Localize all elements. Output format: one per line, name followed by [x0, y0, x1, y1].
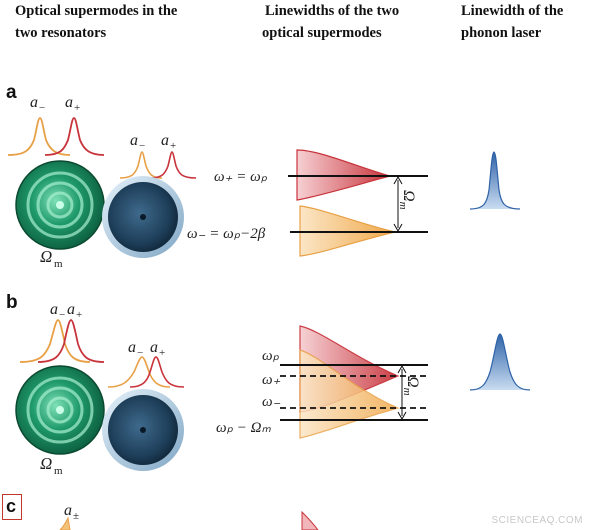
- panel-b-peak-plus-right: [129, 356, 185, 388]
- panel-a-label-a-plus-right: a: [161, 132, 169, 149]
- header-optical-supermodes-line2: two resonators: [15, 25, 107, 41]
- panel-a-gap-arrow-head-up: [393, 175, 403, 185]
- panel-b-gap-arrow-head-up: [397, 364, 407, 374]
- panel-b-omega-m-sub: m: [54, 465, 63, 477]
- panel-b-peak-plus-left: [37, 319, 105, 363]
- panel-b-label-level-plus: ω₊: [262, 372, 281, 388]
- header-phonon-linewidth-line1: Linewidth of the: [461, 3, 564, 19]
- panel-a-peak-plus-right: [149, 151, 197, 179]
- panel-b-omega-m: Ω: [40, 454, 52, 473]
- panel-b-peak-minus-right: [107, 356, 171, 388]
- panel-a-omega-m: Ω: [40, 247, 52, 266]
- header-phonon-linewidth-line2: phonon laser: [461, 25, 542, 41]
- panel-b-peaks-right: [107, 356, 185, 388]
- panel-b-label-a-plus-left: a: [67, 301, 75, 318]
- panel-b-gap-label: Ωm: [401, 376, 421, 396]
- panel-b-gap-label-omega: Ω: [404, 376, 421, 388]
- panel-a-omega-m-sub: m: [54, 258, 63, 270]
- panel-c-red-lobe: [301, 510, 319, 530]
- panel-a-blue-resonator: [102, 176, 184, 258]
- panel-b-sub-plus-right: +: [159, 347, 165, 359]
- panel-a-peak-minus-right: [119, 151, 163, 179]
- panel-b-peaks-left: [19, 319, 105, 363]
- panel-c-sub-pm: ±: [73, 510, 79, 522]
- panel-b-label-a-plus-right: a: [150, 339, 158, 356]
- panel-a-gap-arrow-head-down: [393, 223, 403, 233]
- panel-c-label-a-pm: a: [64, 502, 72, 519]
- panel-a-peaks-right: [119, 151, 197, 179]
- panel-a-gap-label-sub: m: [397, 202, 409, 210]
- panel-a-eq-plus: ω₊ = ωₚ: [214, 169, 268, 185]
- panel-b-label-level-p: ωₚ: [262, 348, 280, 364]
- panel-a-sub-minus-left: −: [39, 102, 45, 114]
- panel-a-gap-label: Ωm: [397, 190, 417, 210]
- panel-a-sub-plus-left: +: [74, 102, 80, 114]
- panel-a-eq-minus: ω₋ = ωₚ−2β: [187, 226, 266, 242]
- panel-a-label-a-minus-right: a: [130, 132, 138, 149]
- panel-a-green-resonator: [15, 160, 105, 250]
- panel-a-sub-plus-right: +: [170, 140, 176, 152]
- watermark: SCIENCEAQ.COM: [491, 515, 583, 526]
- panel-label-a: a: [6, 82, 17, 103]
- panel-b-sub-minus-right: −: [137, 347, 143, 359]
- panel-b-sub-minus-left: −: [59, 309, 65, 321]
- panel-a-phonon-peak: [469, 151, 521, 210]
- panel-b-gap-arrow-head-down: [397, 411, 407, 421]
- panel-a-peaks-left: [7, 117, 105, 156]
- header-optical-supermodes: Optical supermodes in the two resonators: [15, 0, 177, 44]
- panel-a-peak-minus-left: [7, 117, 71, 156]
- panel-label-c-box: c: [2, 494, 22, 520]
- panel-b-peak-minus-left: [19, 319, 91, 363]
- panel-label-b: b: [6, 292, 18, 313]
- panel-a-peak-plus-left: [44, 117, 105, 156]
- panel-a-gap-label-omega: Ω: [400, 190, 417, 202]
- panel-b-green-resonator: [15, 365, 105, 455]
- panel-b-gap-label-sub: m: [401, 388, 413, 396]
- panel-b-label-a-minus-left: a: [50, 301, 58, 318]
- panel-b-label-level-minus: ω₋: [262, 394, 281, 410]
- header-linewidths-line2: optical supermodes: [262, 25, 382, 41]
- panel-c-peak-orange: [59, 516, 71, 530]
- panel-b-phonon-peak: [469, 333, 531, 391]
- header-optical-supermodes-line1: Optical supermodes in the: [15, 3, 178, 19]
- header-phonon-linewidth: Linewidth of the phonon laser: [461, 0, 563, 44]
- panel-label-c: c: [6, 496, 17, 516]
- panel-b-blue-resonator: [102, 389, 184, 471]
- panel-b-orange-lobe: [299, 349, 400, 439]
- panel-a-label-a-minus-left: a: [30, 94, 38, 111]
- header-linewidths-line1: Linewidths of the two: [265, 3, 400, 19]
- panel-b-label-a-minus-right: a: [128, 339, 136, 356]
- panel-b-sub-plus-left: +: [76, 309, 82, 321]
- panel-a-label-a-plus-left: a: [65, 94, 73, 111]
- header-linewidths: Linewidths of the two optical supermodes: [262, 0, 399, 44]
- panel-b-label-level-low: ωₚ − Ωₘ: [216, 420, 271, 436]
- panel-a-sub-minus-right: −: [139, 140, 145, 152]
